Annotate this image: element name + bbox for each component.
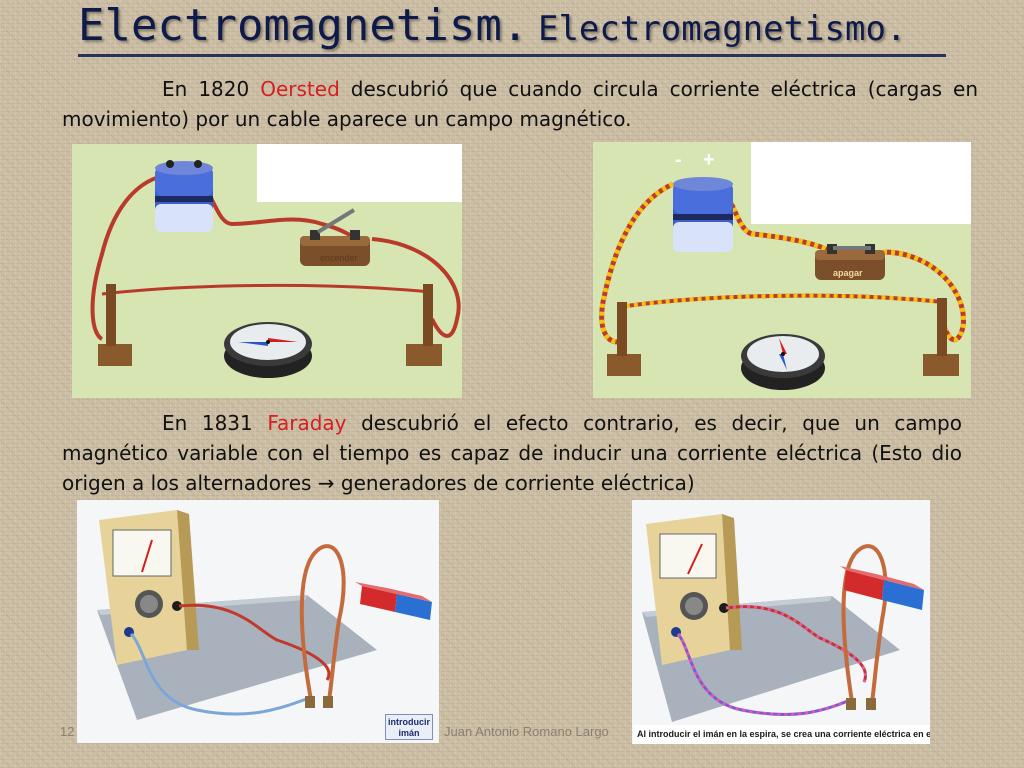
switch-label-on: apagar — [833, 268, 863, 278]
slide-number: 12 — [60, 724, 75, 739]
oersted-circuit-on-image: - + apagar — [593, 142, 971, 398]
p1-text-end: descubrió que cuando circula corriente e… — [62, 77, 978, 131]
paragraph-oersted: En 1820 Oersted descubrió que cuando cir… — [62, 74, 978, 134]
faraday-magnet-inside-image — [632, 500, 930, 744]
paragraph-faraday: En 1831 Faraday descubrió el efecto cont… — [62, 408, 962, 498]
switch-label-off: encender — [320, 253, 358, 263]
oersted-name: Oersted — [260, 77, 340, 101]
slide-title: Electromagnetism. Electromagnetismo. — [78, 0, 978, 60]
footer-author: Juan Antonio Romano Largo — [444, 724, 609, 739]
p2-text-end: generadores de corriente eléctrica) — [334, 471, 695, 495]
p2-text-middle: descubrió el efecto contrario, es decir,… — [62, 411, 962, 495]
p2-text-start: En 1831 — [162, 411, 268, 435]
p1-text-start: En 1820 — [162, 77, 261, 101]
faraday-outside-illustration — [77, 500, 439, 743]
title-spanish: Electromagnetismo. — [537, 9, 907, 49]
title-underline — [78, 54, 946, 57]
title-english: Electromagnetism. — [78, 0, 529, 51]
polarity-minus: - — [675, 149, 682, 171]
oersted-circuit-off-image: encender — [72, 144, 462, 398]
faraday-inside-illustration — [632, 500, 930, 744]
faraday-caption: Al introducir el imán en la espira, se c… — [633, 725, 930, 744]
oersted-off-illustration: encender — [72, 144, 462, 398]
faraday-name: Faraday — [267, 411, 347, 435]
arrow-icon: → — [317, 471, 335, 495]
introducir-iman-button[interactable]: introducir imán — [385, 714, 433, 740]
faraday-magnet-outside-image — [77, 500, 439, 743]
oersted-on-illustration: - + apagar — [593, 142, 971, 398]
polarity-plus: + — [703, 149, 715, 171]
